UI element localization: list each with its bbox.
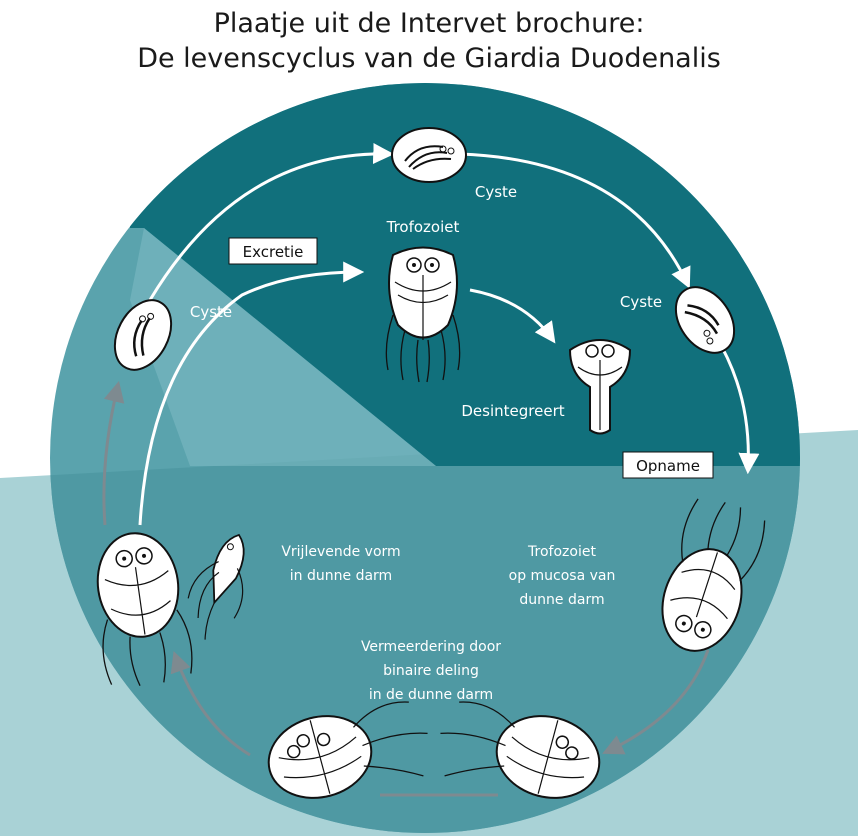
trofozoiet-illustration bbox=[385, 246, 461, 383]
title-line-1: Plaatje uit de Intervet brochure: bbox=[213, 8, 645, 39]
cyste-left-label: Cyste bbox=[190, 303, 232, 321]
mucosa-label-2: op mucosa van bbox=[509, 568, 616, 584]
opname-box bbox=[622, 451, 714, 479]
cyste-top-label: Cyste bbox=[475, 183, 517, 201]
deling-label-3: in de dunne darm bbox=[369, 687, 493, 703]
arrow-mucosa-to-deling bbox=[602, 649, 710, 755]
vrijlevend-label-1: Vrijlevende vorm bbox=[281, 544, 400, 560]
cyst-left-illustration bbox=[113, 299, 173, 371]
cyst-right-illustration bbox=[674, 286, 736, 354]
cyste-right-label: Cyste bbox=[620, 293, 662, 311]
arrow-to-left-cyst bbox=[170, 651, 251, 757]
mucosa-label-1: Trofozoiet bbox=[527, 544, 596, 560]
excretie-label: Excretie bbox=[243, 243, 304, 261]
deling-label-1: Vermeerdering door bbox=[361, 639, 501, 655]
light-wedge bbox=[130, 228, 436, 466]
vrijlevend-label-2: in dunne darm bbox=[290, 568, 392, 584]
desintegreert-illustration bbox=[568, 339, 632, 435]
dividing-organism-right-illustration bbox=[440, 701, 601, 799]
desintegreert-label: Desintegreert bbox=[461, 402, 564, 420]
excretie-box bbox=[228, 237, 318, 265]
arrow-up-to-cyste bbox=[102, 380, 125, 526]
arrow-trofozoiet-to-desintegreert bbox=[469, 288, 556, 344]
arrow-inner-up bbox=[138, 261, 365, 526]
cyst-top-illustration bbox=[391, 127, 467, 183]
trofozoiet-left-illustration bbox=[96, 532, 193, 686]
mucosa-label-3: dunne darm bbox=[519, 592, 604, 608]
disc-lower-band bbox=[50, 430, 800, 833]
arrow-excretie-to-cyste bbox=[148, 143, 395, 301]
diagram-title: Plaatje uit de Intervet brochure: De lev… bbox=[0, 6, 858, 76]
arrow-cyste-to-cyste bbox=[459, 152, 691, 289]
trofozoiet-mucosa-illustration bbox=[661, 498, 766, 652]
deling-label-2: binaire deling bbox=[383, 663, 479, 679]
trofozoiet-label: Trofozoiet bbox=[386, 218, 460, 236]
free-living-form-illustration bbox=[187, 533, 245, 640]
title-line-2: De levenscyclus van de Giardia Duodenali… bbox=[137, 43, 721, 74]
opname-label: Opname bbox=[636, 457, 700, 475]
dividing-organism-left-illustration bbox=[267, 701, 428, 799]
